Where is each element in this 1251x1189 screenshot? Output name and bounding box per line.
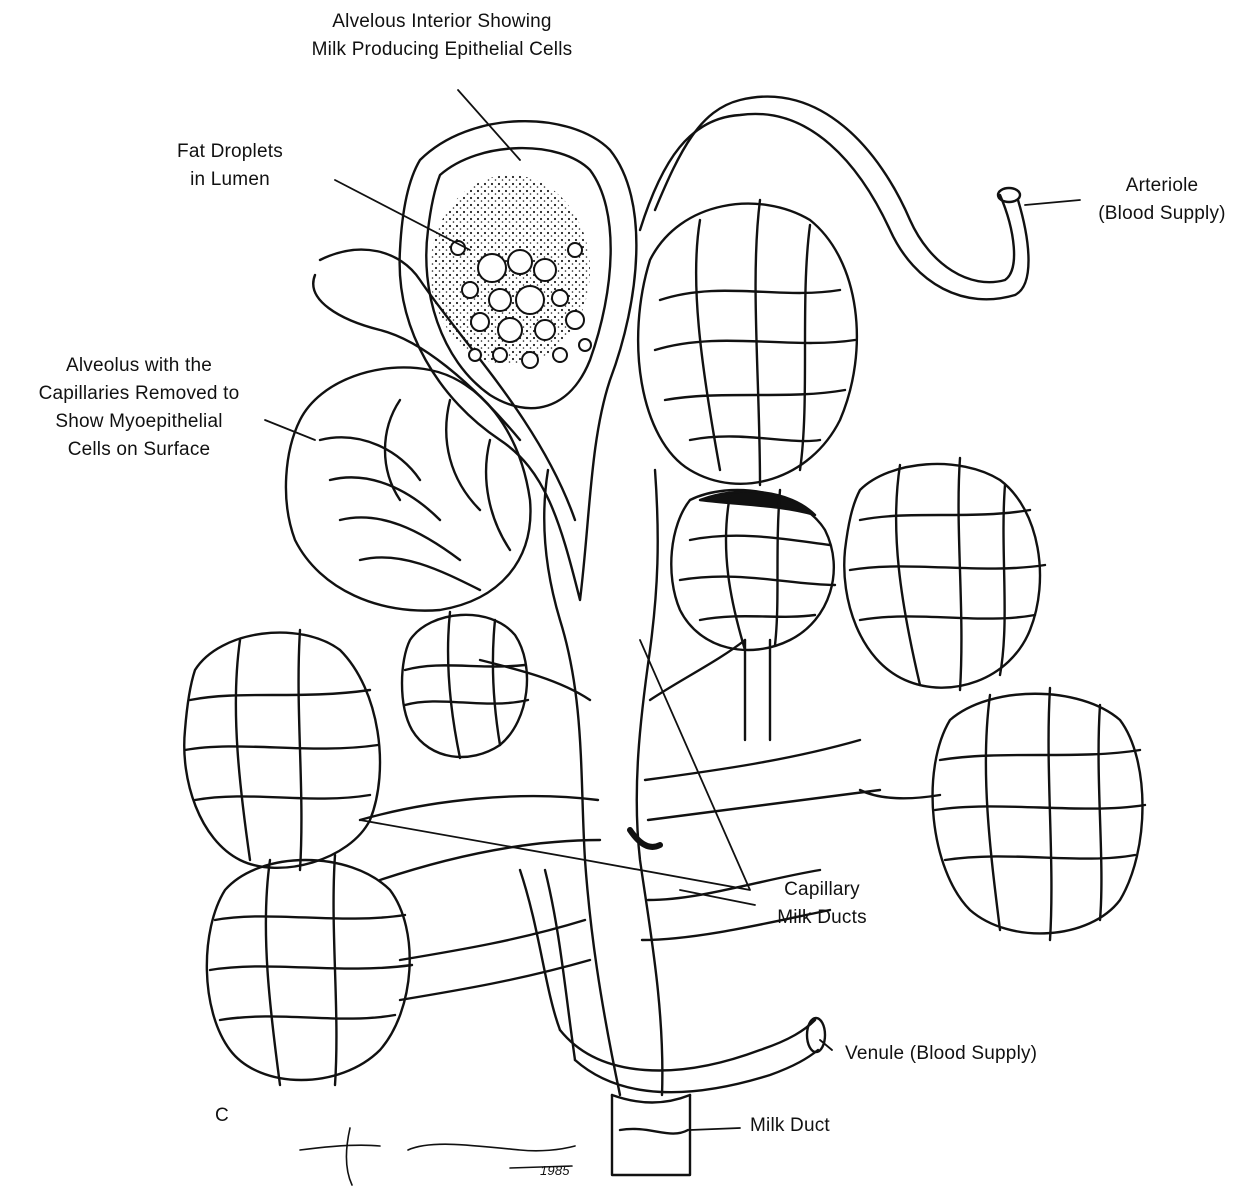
signature-year: 1985 [540,1162,600,1180]
alveolus-far-right [860,688,1145,940]
label-arteriole: Arteriole (Blood Supply) [1078,172,1246,228]
leader-lines [265,90,1080,1130]
label-venule: Venule (Blood Supply) [845,1040,1105,1068]
alveolus-small [402,612,528,758]
label-capillary-milk-ducts: Capillary Milk Ducts [752,876,892,932]
alveolus-lower-left [207,855,412,1085]
label-milk-duct: Milk Duct [750,1112,890,1140]
arteriole-vessel [640,97,1029,300]
label-alveolus-capillaries-removed: Alveolus with the Capillaries Removed to… [8,352,270,464]
label-fat-droplets: Fat Droplets in Lumen [150,138,310,194]
alveolus-left-middle [184,630,380,870]
duct-tree [360,470,880,1175]
capillary-duct-pointer [585,640,750,890]
artist-signature [300,1128,575,1185]
alveolus-upper-right [638,200,857,485]
label-alveolus-interior: Alvelous Interior Showing Milk Producing… [262,8,622,64]
alveolus-myoepithelial [286,367,531,610]
alveolus-right [844,458,1045,690]
alveolus-center [671,490,835,650]
panel-letter: C [215,1102,245,1130]
